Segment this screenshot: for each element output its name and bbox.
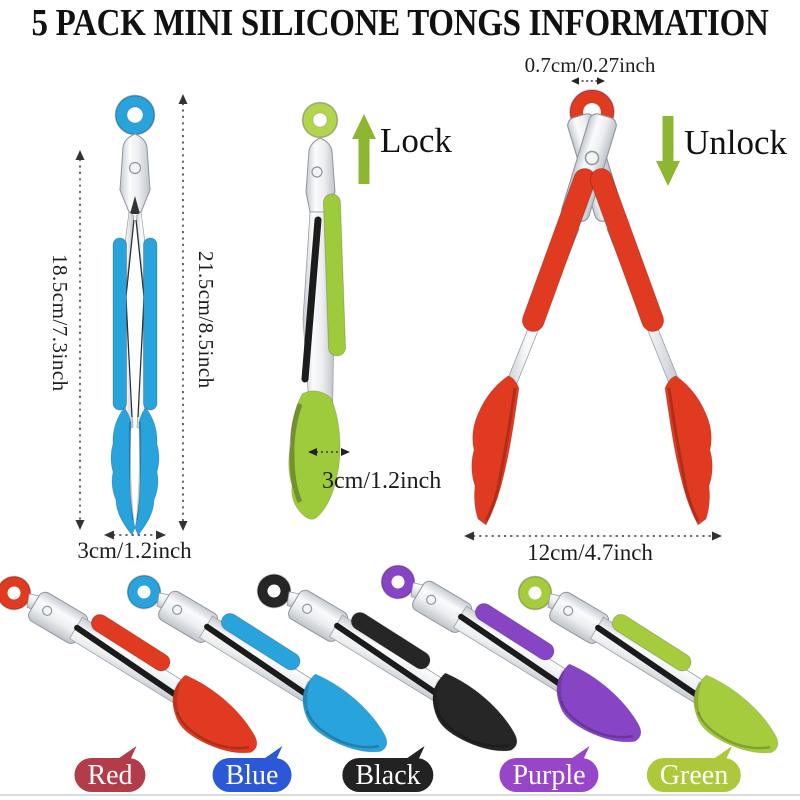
right-grip [589,168,665,332]
ring-hole-size-label: 0.7cm/0.27inch [524,53,656,77]
outer-length-label: 21.5cm/8.5inch [194,251,218,389]
inner-length-label: 18.5cm/7.3inch [48,254,72,392]
inner-length-measure-line [75,150,85,530]
right-grip [143,237,158,411]
blue-tip-width-label: 3cm/1.2inch [77,538,192,563]
open-width-label: 12cm/4.7inch [527,540,653,565]
grip [322,193,347,357]
left-grip [112,237,127,411]
silicone-tip [288,390,341,520]
green-tong-illustration [288,101,347,520]
lock-label: Lock [380,121,452,160]
bottom-divider [0,794,800,796]
rivet [128,161,142,175]
arm-gap-shadow [301,216,322,383]
outer-length-measure-line [178,94,188,531]
blue-tong-illustration [110,94,160,536]
hanging-ring [301,101,339,139]
ring-hole-measure-line [571,77,605,85]
left-silicone-tip [471,375,520,526]
arm-notch [130,196,140,214]
color-label-black: Black [342,758,434,792]
hanging-ring [114,94,156,136]
color-label-blue: Blue [212,758,292,792]
open-width-measure-line [464,531,722,541]
page-title: 5 PACK MINI SILICONE TONGS INFORMATION [31,3,769,45]
pivot-rivet [584,150,600,166]
green-tip-width-label: 3cm/1.2inch [322,468,442,494]
color-label-red: Red [74,758,146,792]
unlock-arrow-icon [656,116,680,186]
unlock-label: Unlock [684,123,788,162]
color-label-purple: Purple [499,758,599,792]
blue-tip-width-measure-line [104,530,166,540]
left-grip [521,168,597,332]
green-tip-width-measure-line [308,448,350,456]
color-label-green: Green [646,758,742,792]
rivet [311,166,323,178]
right-silicone-tip [134,407,160,536]
red-tong-illustration [471,89,713,526]
lock-arrow-icon [352,114,376,184]
right-silicone-tip [664,375,713,526]
left-silicone-tip [110,407,136,536]
